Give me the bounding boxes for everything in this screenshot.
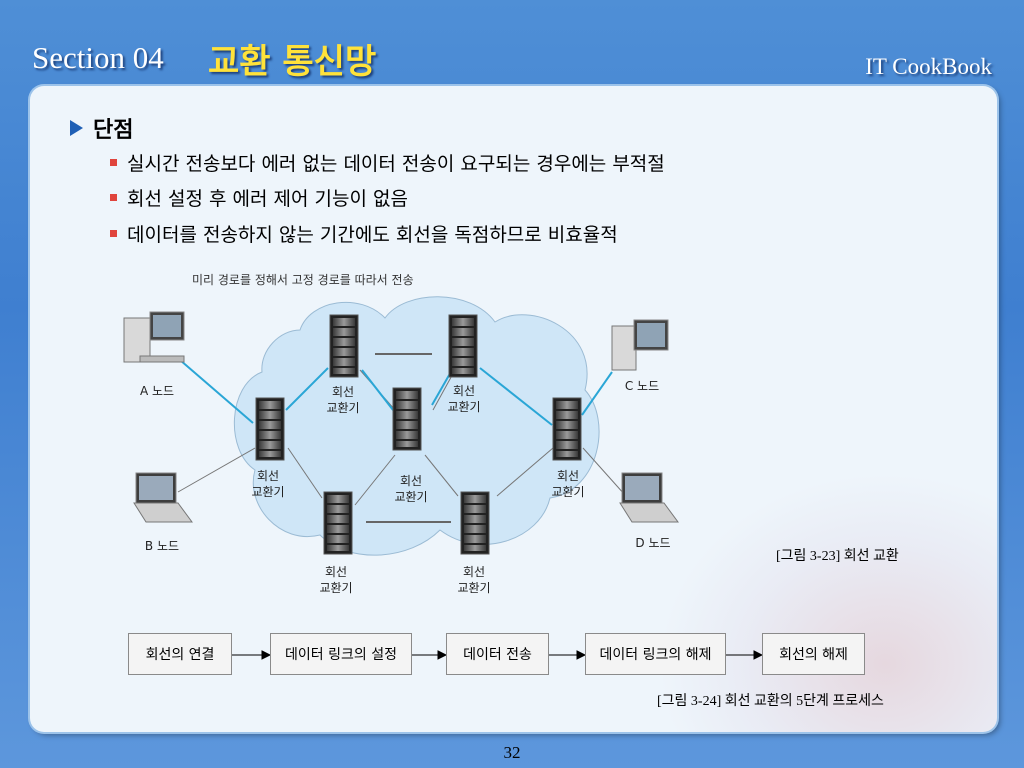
brand-label: IT CookBook <box>865 54 992 79</box>
bullet-item: 데이터를 전송하지 않는 기간에도 회선을 독점하므로 비효율적 <box>110 220 618 247</box>
fixed-circuit-path <box>179 359 613 426</box>
bullet-item: 회선 설정 후 에러 제어 기능이 없음 <box>110 184 408 211</box>
process-step: 데이터 링크의 해제 <box>585 633 726 675</box>
node-label-d: D 노드 <box>635 536 671 550</box>
square-bullet-icon <box>110 230 117 237</box>
content-panel <box>30 86 997 732</box>
switch-icon <box>460 491 490 555</box>
desktop-computer-icon <box>123 311 185 363</box>
laptop-icon <box>619 472 679 523</box>
process-step: 회선의 해제 <box>762 633 865 675</box>
switch-icon <box>329 314 359 378</box>
switch-icon <box>323 491 353 555</box>
bullet-text: 회선 설정 후 에러 제어 기능이 없음 <box>127 188 408 210</box>
triangle-bullet-icon <box>70 120 83 136</box>
process-step: 데이터 전송 <box>446 633 549 675</box>
bullet-text: 데이터를 전송하지 않는 기간에도 회선을 독점하므로 비효율적 <box>127 224 618 246</box>
page-number: 32 <box>503 743 521 762</box>
switch-icon <box>392 387 422 451</box>
heading-bullet: 단점 <box>70 112 133 144</box>
bullet-item: 실시간 전송보다 에러 없는 데이터 전송이 요구되는 경우에는 부적절 <box>110 149 665 176</box>
node-label-a: A 노드 <box>139 384 175 398</box>
laptop-icon <box>133 472 193 523</box>
bullet-text: 실시간 전송보다 에러 없는 데이터 전송이 요구되는 경우에는 부적절 <box>127 153 665 175</box>
slide-title: 교환 통신망 <box>208 42 377 82</box>
figure-caption-3-23: [그림 3-23] 회선 교환 <box>776 549 899 564</box>
node-label-c: C 노드 <box>624 379 660 393</box>
network-links <box>177 353 626 523</box>
desktop-computer-icon <box>611 319 669 371</box>
switch-icon <box>552 397 582 461</box>
figure-caption-3-24: [그림 3-24] 회선 교환의 5단계 프로세스 <box>657 694 884 709</box>
process-step: 회선의 연결 <box>128 633 232 675</box>
square-bullet-icon <box>110 194 117 201</box>
node-label-b: B 노드 <box>144 539 180 553</box>
heading-text: 단점 <box>93 118 134 143</box>
section-label: Section 04 <box>32 40 164 75</box>
switch-icon <box>255 397 285 461</box>
process-arrows <box>232 650 764 660</box>
process-step: 데이터 링크의 설정 <box>270 633 412 675</box>
diagram-annotation: 미리 경로를 정해서 고정 경로를 따라서 전송 <box>192 273 414 287</box>
keyboard-background-decoration <box>657 472 997 732</box>
switch-icon <box>448 314 478 378</box>
square-bullet-icon <box>110 159 117 166</box>
